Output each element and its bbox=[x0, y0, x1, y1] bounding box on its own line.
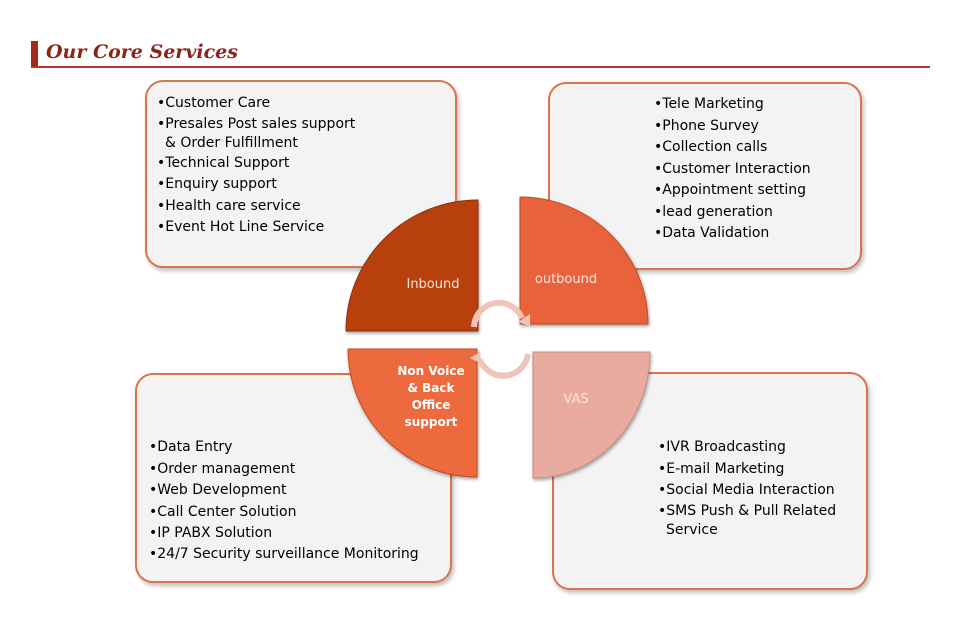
inbound-label: Inbound bbox=[406, 277, 460, 292]
list-item: Health care service bbox=[157, 196, 455, 218]
list-item: IP PABX Solution bbox=[149, 523, 450, 545]
list-item: IVR Broadcasting bbox=[658, 437, 866, 459]
list-item: Customer Interaction bbox=[654, 159, 860, 181]
list-item: Enquiry support bbox=[157, 174, 455, 196]
vas-quadrant bbox=[532, 351, 651, 479]
list-item: Web Development bbox=[149, 480, 450, 502]
vas-label: VAS bbox=[563, 392, 589, 407]
list-item: Social Media Interaction bbox=[658, 480, 866, 502]
vas-box: IVR Broadcasting E-mail Marketing Social… bbox=[552, 372, 868, 590]
list-item: Presales Post sales support & Order Fulf… bbox=[157, 115, 365, 153]
cycle-arrow-top-icon bbox=[471, 299, 525, 328]
page-title: Our Core Services bbox=[46, 41, 238, 63]
list-item: 24/7 Security surveillance Monitoring bbox=[149, 545, 450, 563]
list-item: SMS Push & Pull Related Service bbox=[658, 502, 856, 540]
list-item: Customer Care bbox=[157, 93, 455, 115]
title-accent-bar bbox=[31, 41, 38, 68]
list-item: Order management bbox=[149, 459, 450, 481]
outbound-box: Tele Marketing Phone Survey Collection c… bbox=[548, 82, 862, 270]
list-item: Data Entry bbox=[149, 437, 450, 459]
list-item: Technical Support bbox=[157, 153, 455, 175]
list-item: Phone Survey bbox=[654, 116, 860, 138]
title-underline bbox=[31, 66, 930, 68]
nonvoice-label: Non Voice & Back Office support bbox=[397, 364, 465, 429]
list-item: lead generation bbox=[654, 202, 860, 224]
arrowhead-icon bbox=[470, 352, 482, 364]
outbound-quadrant bbox=[519, 196, 649, 325]
list-item: Tele Marketing bbox=[654, 94, 860, 116]
list-item: Appointment setting bbox=[654, 180, 860, 202]
list-item: Call Center Solution bbox=[149, 502, 450, 524]
list-item: Event Hot Line Service bbox=[157, 217, 455, 239]
inbound-quadrant bbox=[345, 199, 479, 332]
nonvoice-quadrant bbox=[347, 348, 478, 478]
list-item: Collection calls bbox=[654, 137, 860, 159]
list-item: E-mail Marketing bbox=[658, 459, 866, 481]
list-item: Data Validation bbox=[654, 223, 860, 245]
cycle-arrow-bottom-icon bbox=[477, 353, 531, 379]
arrowhead-icon bbox=[518, 314, 530, 326]
outbound-label: outbound bbox=[534, 272, 598, 287]
